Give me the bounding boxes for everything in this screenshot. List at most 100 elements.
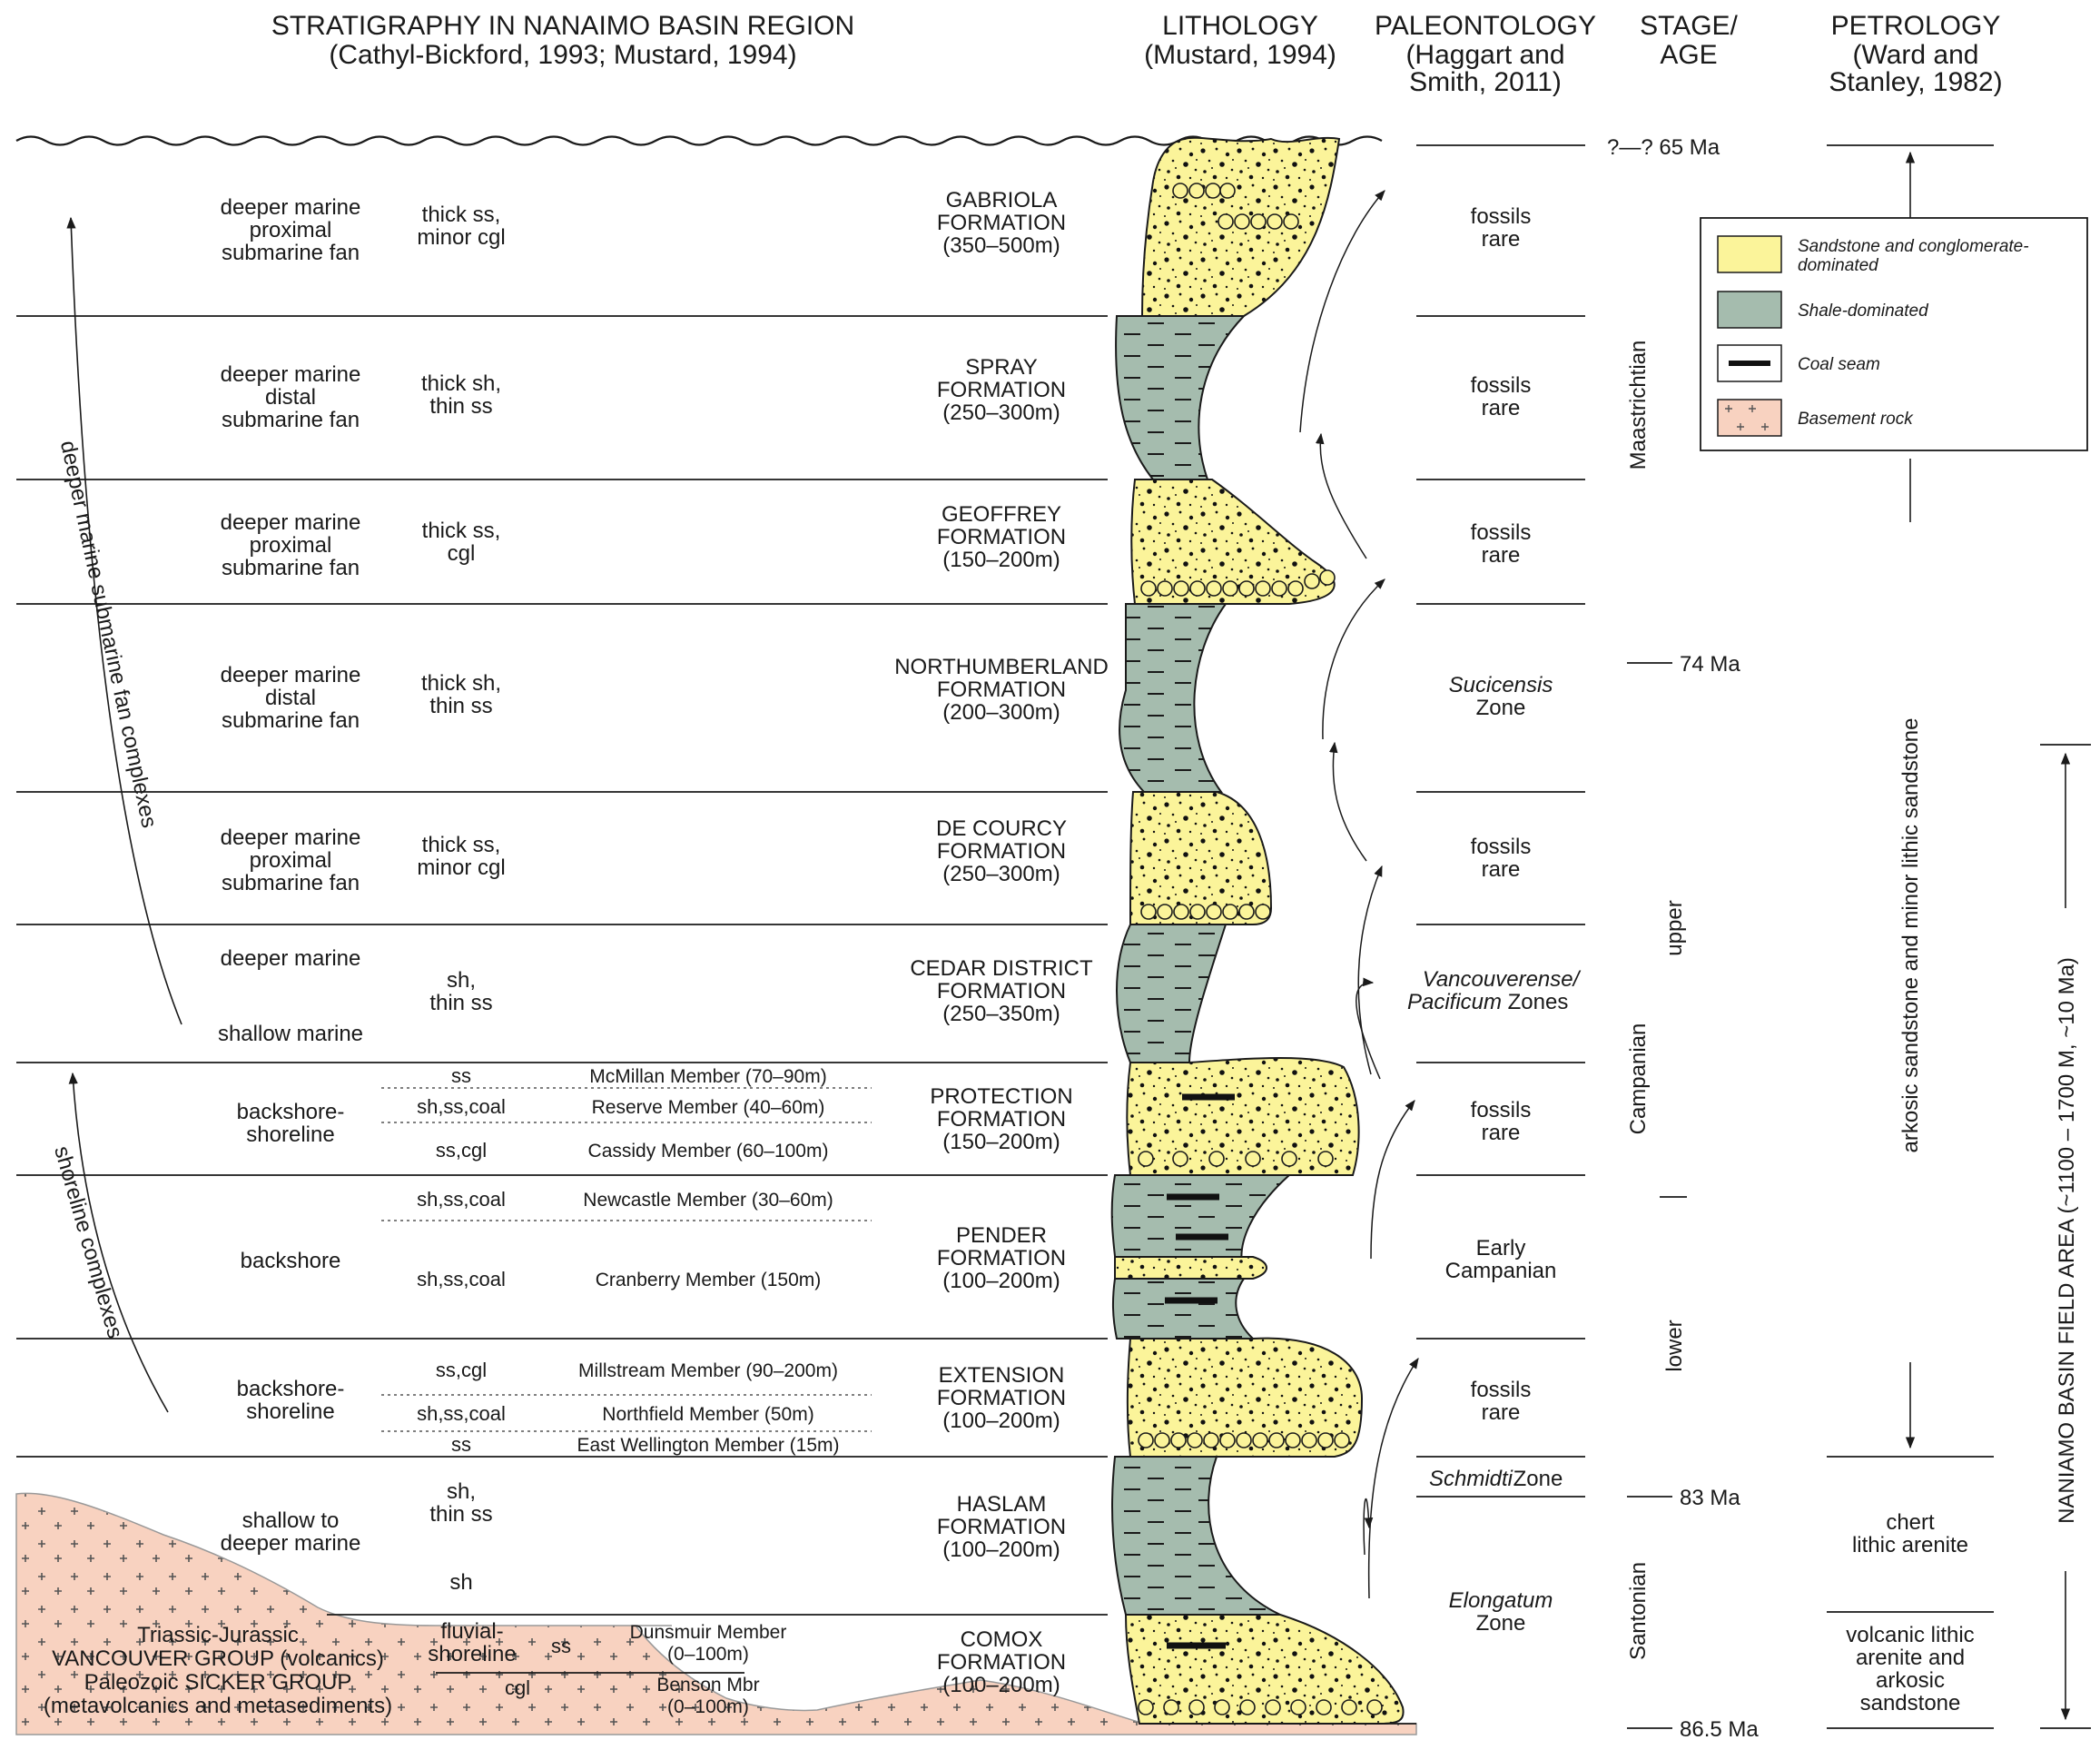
member-lith-cassidy: ss,cgl xyxy=(436,1139,487,1162)
lith-haslam xyxy=(1112,1457,1280,1615)
fm-northumberland-3: (200–300m) xyxy=(942,700,1060,725)
lith-haslam-2: thin ss xyxy=(429,1502,492,1527)
paleontology-subtitle-1: (Haggart and xyxy=(1405,40,1564,70)
member-dunsmuir-thickness: (0–100m) xyxy=(667,1644,749,1665)
fm-spray-3: (250–300m) xyxy=(942,400,1060,425)
petrology-volcanic-3: arkosic xyxy=(1876,1668,1945,1693)
member-cranberry: Cranberry Member (150m) xyxy=(596,1270,822,1290)
paleo-elongatum: Elongatum xyxy=(1449,1588,1553,1613)
strat-title: STRATIGRAPHY IN NANAIMO BASIN REGION xyxy=(271,11,854,41)
env-northumberland-2: distal xyxy=(265,686,316,710)
field-area-label: NANIAMO BASIN FIELD AREA (~1100 – 1700 M… xyxy=(2055,957,2079,1524)
fm-haslam-1: HASLAM xyxy=(957,1492,1047,1517)
env-comox-1: fluvial- xyxy=(440,1619,503,1644)
fm-protection-1: PROTECTION xyxy=(930,1084,1072,1109)
lithology-column xyxy=(1112,138,1404,1724)
fm-gabriola-1: GABRIOLA xyxy=(946,188,1058,213)
lithology-title: LITHOLOGY xyxy=(1162,11,1318,41)
env-pender-1: backshore xyxy=(241,1249,341,1273)
age-74: 74 Ma xyxy=(1680,652,1740,677)
env-geoffrey-1: deeper marine xyxy=(221,510,361,535)
fm-haslam-3: (100–200m) xyxy=(942,1537,1060,1562)
fm-comox-1: COMOX xyxy=(961,1627,1043,1652)
member-mcmillan: McMillan Member (70–90m) xyxy=(589,1066,826,1087)
stage-upper: upper xyxy=(1662,900,1687,955)
fm-cedar-2: FORMATION xyxy=(937,979,1066,1003)
fm-protection-2: FORMATION xyxy=(937,1107,1066,1132)
lithology-subtitle: (Mustard, 1994) xyxy=(1144,40,1336,70)
lith-pender-sand xyxy=(1115,1257,1267,1279)
paleo-northumberland-2: Zone xyxy=(1476,696,1526,720)
fm-comox-3: (100–200m) xyxy=(942,1673,1060,1697)
stage-title-2: AGE xyxy=(1660,40,1717,70)
lith-decourcy-2: minor cgl xyxy=(417,855,505,880)
fm-extension-1: EXTENSION xyxy=(939,1363,1065,1388)
env-comox-2: shoreline xyxy=(428,1642,516,1666)
env-cedar-2: shallow marine xyxy=(218,1022,363,1046)
strat-subtitle: (Cathyl-Bickford, 1993; Mustard, 1994) xyxy=(329,40,796,70)
basement-label-line-3: Paleozoic SICKER GROUP xyxy=(84,1670,352,1695)
env-geoffrey-3: submarine fan xyxy=(222,556,360,580)
lith-gabriola-1: thick ss, xyxy=(422,203,501,227)
stage-title-1: STAGE/ xyxy=(1640,11,1738,41)
paleo-cedar-3: Zones xyxy=(1508,990,1569,1014)
member-lith-eastwellington: ss xyxy=(451,1433,471,1456)
stage-santonian: Santonian xyxy=(1626,1562,1651,1660)
fm-spray-1: SPRAY xyxy=(965,355,1038,380)
lith-cedar-1: sh, xyxy=(447,968,476,993)
fm-decourcy-1: DE COURCY xyxy=(936,816,1067,841)
paleo-spray-2: rare xyxy=(1482,396,1521,420)
fm-pender-1: PENDER xyxy=(956,1223,1047,1248)
legend-basement-label: Basement rock xyxy=(1798,410,1914,429)
paleo-spray-1: fossils xyxy=(1471,373,1532,398)
member-lith-mcmillan: ss xyxy=(451,1064,471,1087)
age-86-5: 86.5 Ma xyxy=(1680,1717,1759,1740)
legend-sand-label-1: Sandstone and conglomerate- xyxy=(1798,237,2029,256)
member-eastwellington: East Wellington Member (15m) xyxy=(577,1435,839,1456)
paleo-cedar-1: Vancouverense/ xyxy=(1423,967,1582,992)
member-benson: Benson Mbr xyxy=(656,1675,759,1696)
petrology-title: PETROLOGY xyxy=(1831,11,2001,41)
paleo-cedar-2: Pacificum xyxy=(1407,990,1502,1014)
member-cassidy: Cassidy Member (60–100m) xyxy=(588,1141,829,1162)
member-lith-newcastle: sh,ss,coal xyxy=(417,1188,506,1211)
env-northumberland-1: deeper marine xyxy=(221,663,361,687)
lith-gabriola-2: minor cgl xyxy=(417,225,505,250)
fm-extension-2: FORMATION xyxy=(937,1386,1066,1410)
petrology-volcanic-4: sandstone xyxy=(1860,1691,1961,1715)
lith-decourcy-1: thick ss, xyxy=(422,833,501,857)
fm-cedar-3: (250–350m) xyxy=(942,1002,1060,1026)
lith-spray-2: thin ss xyxy=(429,394,492,419)
env-protection-2: shoreline xyxy=(246,1122,334,1147)
paleo-decourcy-1: fossils xyxy=(1471,835,1532,859)
paleo-extension-1: fossils xyxy=(1471,1378,1532,1402)
stage-lower: lower xyxy=(1662,1320,1687,1371)
fm-geoffrey-3: (150–200m) xyxy=(942,548,1060,572)
member-lith-millstream: ss,cgl xyxy=(436,1359,487,1381)
member-lith-dunsmuir: ss xyxy=(551,1635,571,1657)
env-spray-2: distal xyxy=(265,385,316,410)
lith-haslam-3: sh xyxy=(449,1570,472,1595)
member-millstream: Millstream Member (90–200m) xyxy=(578,1360,838,1381)
paleo-gabriola-2: rare xyxy=(1482,227,1521,252)
fm-pender-2: FORMATION xyxy=(937,1246,1066,1270)
lith-pender-lower xyxy=(1113,1279,1253,1339)
member-lith-benson: cgl xyxy=(505,1676,530,1699)
env-spray-3: submarine fan xyxy=(222,408,360,432)
basement-label-line-4: (metavolcanics and metasediments) xyxy=(44,1694,392,1718)
env-extension-2: shoreline xyxy=(246,1399,334,1424)
petrology-volcanic-1: volcanic lithic xyxy=(1846,1623,1974,1647)
paleo-protection-1: fossils xyxy=(1471,1098,1532,1122)
legend-shale-swatch xyxy=(1718,292,1781,328)
legend: Sandstone and conglomerate- dominated Sh… xyxy=(1701,218,2087,450)
paleo-extension-2: rare xyxy=(1482,1400,1521,1425)
env-decourcy-2: proximal xyxy=(250,848,332,873)
stage-maastrichtian: Maastrichtian xyxy=(1626,341,1651,470)
fm-decourcy-2: FORMATION xyxy=(937,839,1066,864)
paleo-northumberland-1: Sucicensis xyxy=(1449,673,1553,697)
env-decourcy-1: deeper marine xyxy=(221,826,361,850)
fm-extension-3: (100–200m) xyxy=(942,1409,1060,1433)
member-lith-reserve: sh,ss,coal xyxy=(417,1095,506,1118)
member-northfield: Northfield Member (50m) xyxy=(602,1404,813,1425)
petrology-subtitle-1: (Ward and xyxy=(1853,40,1979,70)
